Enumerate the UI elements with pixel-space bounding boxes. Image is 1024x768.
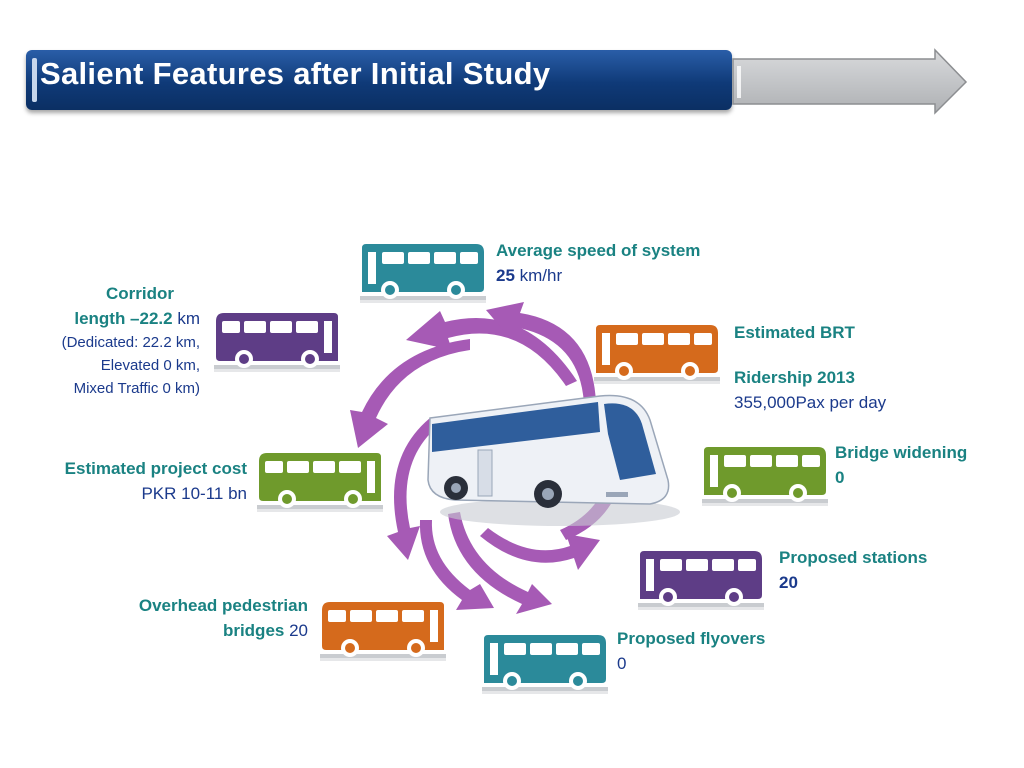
pedestrian-heading-1: Overhead pedestrian [138, 596, 308, 615]
corridor-heading-1: Corridor [106, 284, 174, 303]
speed-value: 25 [496, 266, 515, 285]
swirl-arrow-7 [480, 528, 600, 570]
corridor-detail-3: Mixed Traffic 0 km) [73, 380, 200, 397]
stations-label: Proposed stations 20 [779, 545, 927, 595]
cost-heading: Estimated project cost [64, 459, 247, 478]
stations-heading: Proposed stations [779, 548, 928, 567]
speed-unit: km/hr [514, 266, 563, 285]
swirl-arrow-4 [387, 418, 438, 560]
stations-value: 20 [779, 573, 798, 592]
corridor-label: Corridor length –22.2 km (Dedicated: 22.… [20, 281, 200, 400]
speed-label: Average speed of system 25 km/hr [496, 238, 700, 288]
brt-heading: Estimated BRT [734, 323, 855, 342]
pedestrian-value: 20 [284, 621, 308, 640]
brt-value: 355,000Pax per day [734, 393, 887, 412]
title-stripe [32, 58, 37, 102]
flyovers-value: 0 [617, 654, 627, 673]
corridor-detail-2: Elevated 0 km, [100, 357, 200, 374]
corridor-detail-1: (Dedicated: 22.2 km, [61, 334, 200, 351]
cost-value: PKR 10-11 bn [141, 484, 247, 503]
bus-icon-speed [360, 244, 486, 303]
bus-icon-stations [638, 551, 764, 610]
swirl-arrow-2 [350, 339, 470, 448]
pedestrian-label: Overhead pedestrian bridges 20 [60, 593, 308, 643]
bus-icon-flyovers [482, 635, 608, 694]
bus-icon-pedestrian [320, 602, 446, 661]
swirl-arrow-1 [406, 311, 577, 386]
bridge-heading: Bridge widening [835, 443, 968, 462]
corridor-unit: km [172, 309, 200, 328]
cost-label: Estimated project cost PKR 10-11 bn [20, 456, 247, 506]
bus-icon-cost [257, 453, 383, 512]
swirl-arrow-5 [419, 520, 494, 610]
corridor-heading-2: length –22.2 [74, 309, 173, 328]
bus-icon-bridge [702, 447, 828, 506]
bridge-value: 0 [835, 468, 845, 487]
speed-heading: Average speed of system [496, 241, 701, 260]
title-banner [26, 50, 732, 110]
flyovers-heading: Proposed flyovers [617, 629, 766, 648]
page-title: Salient Features after Initial Study [40, 56, 551, 91]
bus-icon-corridor [214, 313, 340, 372]
brt-label: Estimated BRT Ridership 2013 355,000Pax … [734, 320, 886, 415]
swirl-arrow-6 [448, 512, 552, 614]
brt-subheading: Ridership 2013 [734, 368, 855, 387]
flyovers-label: Proposed flyovers 0 [617, 626, 765, 676]
pedestrian-heading-2: bridges [222, 621, 285, 640]
bridge-label: Bridge widening 0 [835, 440, 967, 490]
central-bus-illustration [427, 394, 680, 526]
bus-icon-brt [594, 325, 720, 384]
